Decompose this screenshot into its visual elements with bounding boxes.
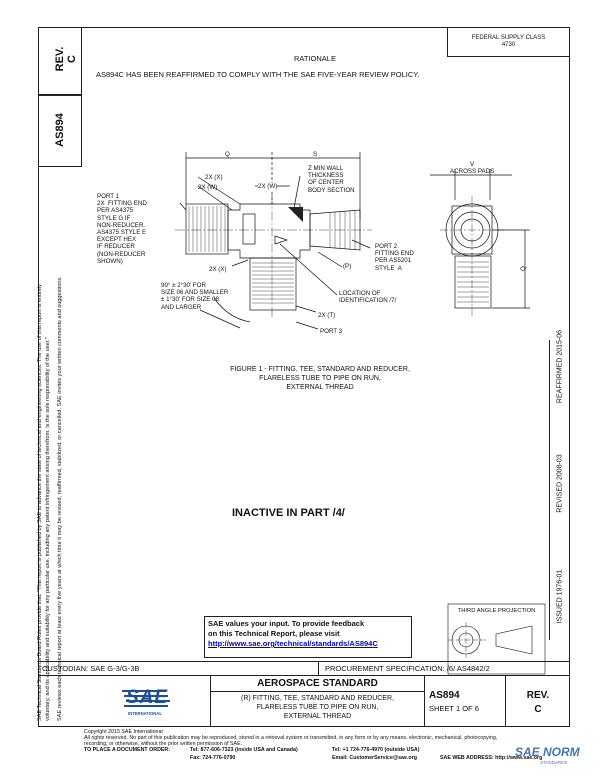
- footer-fax: Fax: 724-776-0790: [190, 755, 236, 761]
- label-2x-x-top: 2X (X): [205, 174, 223, 181]
- title-block-top-rule: [38, 661, 570, 662]
- rationale-text: AS894C HAS BEEN REAFFIRMED TO COMPLY WIT…: [96, 70, 420, 79]
- feedback-line2: on this Technical Report, please visit: [208, 629, 340, 638]
- label-port3: PORT 3: [320, 328, 343, 335]
- label-p: (P): [343, 263, 352, 270]
- title-block-mid-rule: [38, 675, 570, 676]
- footer-rights-line1: All rights reserved. No part of this pub…: [84, 735, 498, 741]
- figure-caption-line3: EXTERNAL THREAD: [286, 384, 354, 391]
- dim-q-label: Q: [225, 151, 230, 158]
- port1-body: [185, 203, 229, 255]
- footer-email: Email: CustomerService@sae.org: [332, 755, 417, 761]
- title-line1: (R) FITTING, TEE, STANDARD AND REDUCER,: [241, 695, 394, 702]
- procurement-spec: PROCUREMENT SPECIFICATION: /6/ AS4842/2: [325, 664, 490, 673]
- label-across-pads: ACROSS PADS: [450, 168, 495, 175]
- logo-divider: [210, 675, 211, 727]
- title-line2: FLARELESS TUBE TO PIPE ON RUN,: [256, 704, 379, 711]
- figure-caption-line2: FLARELESS TUBE TO PIPE ON RUN,: [259, 375, 381, 382]
- footer-order-label: TO PLACE A DOCUMENT ORDER:: [84, 747, 171, 753]
- label-2x-w-mid: 2X (W): [258, 183, 278, 191]
- footer-tel1: Tel: 877-606-7323 (inside USA and Canada…: [190, 747, 298, 753]
- inactive-status: INACTIVE IN PART /4/: [232, 507, 345, 519]
- footer-web: SAE WEB ADDRESS: http://www.sae.org: [440, 755, 543, 761]
- third-angle-projection-symbol: [447, 603, 546, 675]
- custodian-divider: [318, 661, 319, 675]
- side-view-port3: [454, 255, 492, 309]
- footer-copyright: Copyright 2015 SAE International: [84, 729, 163, 735]
- watermark-text: SAE NORM: [515, 745, 580, 759]
- label-2x-w-top: 2X (W): [198, 184, 218, 191]
- third-angle-projection-label: THIRD ANGLE PROJECTION: [457, 608, 536, 614]
- standard-type: AEROSPACE STANDARD: [257, 678, 378, 689]
- federal-supply-class-box: [447, 27, 570, 57]
- doc-number-bottom: AS894: [429, 690, 460, 701]
- federal-supply-class-label: FEDERAL SUPPLY CLASS: [471, 35, 546, 41]
- dim-v-label: V: [470, 161, 475, 168]
- side-dates-divider: [549, 340, 550, 640]
- rev-label-bottom: REV.: [526, 690, 550, 701]
- feedback-url-link[interactable]: http://www.sae.org/technical/standards/A…: [208, 639, 378, 648]
- watermark-sub: STANDARDS: [540, 760, 568, 765]
- footer-tel2: Tel: +1 724-776-4970 (outside USA): [332, 747, 420, 753]
- port2-body: [309, 209, 361, 251]
- label-2x-t: 2X (T): [318, 312, 336, 319]
- title-divider: [424, 675, 425, 727]
- sae-logo: SAE INTERNATIONAL: [118, 684, 178, 718]
- rev-value-bottom: C: [534, 704, 542, 715]
- footer-rights-line2: recording, or otherwise, without the pri…: [84, 741, 243, 747]
- title-line3: EXTERNAL THREAD: [283, 713, 352, 720]
- page-frame: [38, 27, 570, 727]
- sae-logo-text: SAE: [126, 687, 169, 708]
- rationale-title: RATIONALE: [294, 54, 336, 63]
- sae-logo-sub: INTERNATIONAL: [128, 711, 162, 716]
- rev-divider: [505, 675, 506, 727]
- figure-caption-line1: FIGURE 1 - FITTING, TEE, STANDARD AND RE…: [230, 366, 410, 373]
- label-angle-note: 90° ± 2°30' FOR SIZE 06 AND SMALLER ± 1°…: [161, 282, 229, 311]
- dim-q-side-label: Q: [519, 266, 527, 272]
- label-port1: PORT 1 2X FITTING END PER AS4375 STYLE G…: [97, 193, 147, 265]
- port3-body: [249, 257, 297, 311]
- sheet-number: SHEET 1 OF 6: [429, 704, 479, 713]
- feedback-box: [204, 616, 412, 658]
- custodian: CUSTODIAN: SAE G-3/G-3B: [42, 664, 140, 673]
- rev-box-top: [38, 27, 82, 95]
- federal-supply-class-value: 4730: [501, 42, 516, 48]
- label-port2: PORT 2 FITTING END PER AS5201 STYLE A: [375, 243, 414, 272]
- doc-number-box-top: [38, 95, 82, 167]
- feedback-line1: SAE values your input. To provide feedba…: [208, 619, 365, 628]
- standard-type-rule: [210, 691, 424, 692]
- label-location-id: LOCATION OF IDENTIFICATION /7/: [339, 290, 397, 305]
- label-z-min-wall: Z MIN WALL THICKNESS OF CENTER BODY SECT…: [308, 165, 355, 194]
- label-2x-x-bot: 2X (X): [209, 266, 227, 273]
- dim-s-label: S: [313, 151, 318, 158]
